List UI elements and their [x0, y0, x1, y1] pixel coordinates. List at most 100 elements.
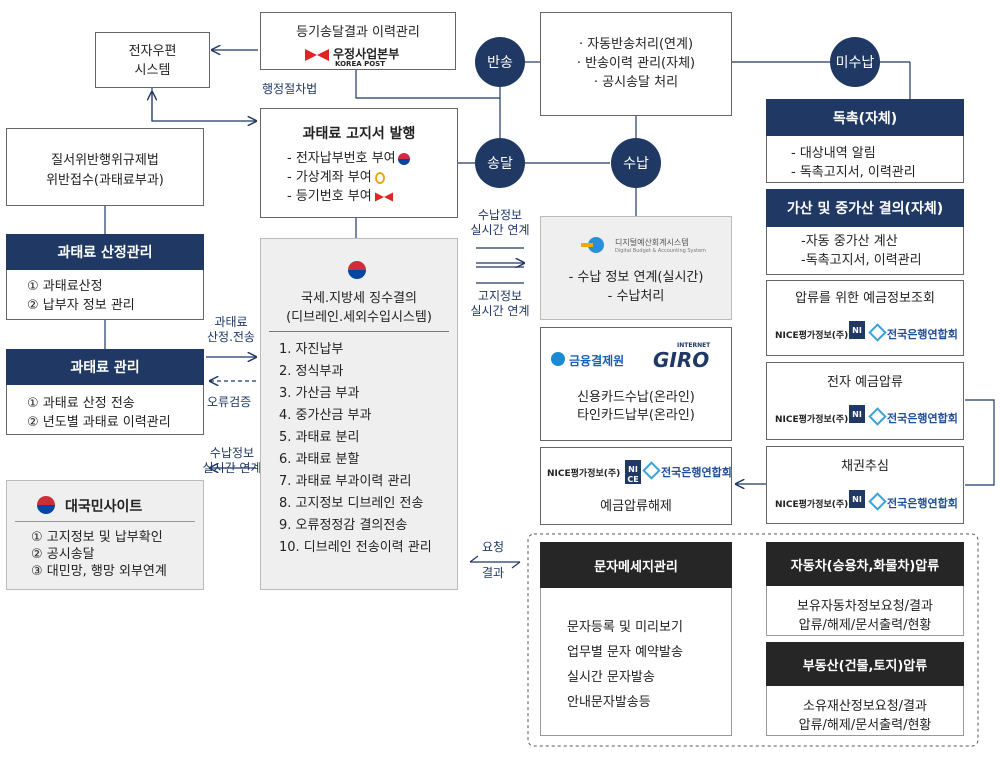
citizen-site-item: ① 고지정보 및 납부확인	[31, 530, 163, 545]
error-check-label: 오류검증	[207, 395, 252, 409]
medal-icon	[374, 171, 385, 184]
estate-seizure-box: 부동산(건물,토지)압류 소유재산정보요청/결과 압류/해제/문서출력/현황	[766, 642, 964, 736]
tax-item: 3. 가산금 부과	[279, 386, 360, 401]
giro-box: 금융결제원 INTERNET GIRO 신용카드수납(온라인) 타인카드납부(온…	[540, 327, 732, 441]
request-label: 요청	[482, 540, 505, 554]
nice-ni-icon: NI	[625, 460, 641, 478]
dbrain-item: - 수납처리	[607, 289, 665, 304]
sms-item: 실시간 문자발송	[567, 670, 655, 685]
violation-line2: 위반접수(과태료부과)	[46, 173, 164, 188]
kba-label: 전국은행연합회	[661, 466, 732, 479]
deposit-query-title: 압류를 위한 예금정보조회	[795, 291, 935, 306]
dbrain-logo-icon	[581, 237, 604, 253]
dbrain-item: - 수납 정보 연계(실시간)	[568, 270, 704, 285]
bond-collect-title: 채권추심	[841, 459, 889, 474]
kba-logo-icon	[868, 492, 887, 511]
tax-system-title-1: 국세.지방세 징수결의	[301, 291, 417, 306]
nice-ni-icon: NI	[849, 490, 865, 508]
tax-item: 6. 과태료 분할	[279, 452, 360, 467]
violation-line1: 질서위반행위규제법	[51, 153, 159, 168]
sms-box: 문자메세지관리 문자등록 및 미리보기 업무별 문자 예약발송 실시간 문자발송…	[540, 542, 732, 736]
nice-label: NICE평가정보(주)	[775, 500, 849, 510]
surcharge-item: -독촉고지서, 이력관리	[801, 253, 922, 268]
payment-info-left-label: 수납정보 실시간 연계	[202, 446, 262, 475]
estate-seizure-title: 부동산(건물,토지)압류	[766, 642, 964, 686]
dbrain-logo-sub: Digital Budget & Accounting System	[615, 248, 707, 254]
kftc-label: 금융결제원	[569, 354, 625, 368]
sms-item: 안내문자발송등	[567, 695, 651, 710]
seizure-release-text: 예금압류해제	[600, 499, 672, 514]
admin-law-label: 행정절차법	[262, 82, 318, 96]
fine-mgmt-item: ① 과태료 산정 전송	[27, 396, 135, 411]
tax-item: 5. 과태료 분리	[279, 430, 360, 445]
sms-item: 업무별 문자 예약발송	[567, 645, 683, 660]
kba-label: 전국은행연합회	[887, 497, 958, 510]
nice-ni-icon: NI	[849, 321, 865, 339]
tax-item: 2. 정식부과	[279, 364, 344, 379]
citizen-site-item: ② 공시송달	[31, 547, 95, 562]
deposit-query-box: 압류를 위한 예금정보조회 NICE평가정보(주) NI 전국은행연합회	[766, 280, 964, 356]
tax-item: 8. 고지정보 디브레인 전송	[279, 496, 424, 511]
car-seizure-item: 보유자동차정보요청/결과	[797, 599, 933, 614]
korea-post-title: 등기송달결과 이력관리	[296, 25, 420, 40]
taegeuk-icon	[397, 152, 410, 165]
return-item: · 반송이력 관리(자체)	[576, 56, 696, 71]
nice-label: NICE평가정보(주)	[775, 331, 849, 341]
demand-box: 독촉(자체) - 대상내역 알림 - 독촉고지서, 이력관리	[766, 99, 964, 183]
fine-notice-title: 과태료 고지서 발행	[302, 126, 416, 142]
notice-item: - 가상계좌 부여	[287, 170, 372, 185]
bond-collect-box: 채권추심 NICE평가정보(주) NI 전국은행연합회	[766, 446, 964, 524]
dbrain-box: 디지털예산회계시스템 Digital Budget & Accounting S…	[540, 216, 732, 320]
e-seizure-title: 전자 예금압류	[827, 375, 903, 390]
dbrain-logo-text: 디지털예산회계시스템	[615, 238, 689, 247]
surcharge-item: -자동 중가산 계산	[801, 234, 898, 249]
kba-logo-icon	[868, 323, 887, 342]
nice-ce-icon: CE	[625, 474, 641, 484]
car-seizure-box: 자동차(승용차,화물차)압류 보유자동차정보요청/결과 압류/해제/문서출력/현…	[766, 542, 964, 636]
fine-calc-item: ① 과태료산정	[27, 279, 103, 294]
notice-item: - 전자납부번호 부여	[287, 151, 396, 166]
tax-item: 4. 중가산금 부과	[279, 408, 372, 423]
car-seizure-item: 압류/해제/문서출력/현황	[798, 618, 932, 633]
citizen-site-item: ③ 대민망, 행망 외부연계	[31, 564, 167, 579]
kba-label: 전국은행연합회	[887, 412, 958, 425]
fine-notice-list: - 전자납부번호 부여 - 가상계좌 부여 - 등기번호 부여	[287, 149, 410, 206]
giro-item: 신용카드수납(온라인)	[577, 390, 695, 405]
notice-item: - 등기번호 부여	[287, 189, 372, 204]
postal-system-box: 전자우편 시스템	[95, 32, 210, 88]
estate-seizure-item: 소유재산정보요청/결과	[803, 699, 927, 714]
kba-logo-icon	[868, 407, 887, 426]
return-item: · 공시송달 처리	[593, 75, 679, 90]
tax-item: 9. 오류정정감 결의전송	[279, 518, 408, 533]
unpaid-circle: 미수납	[830, 37, 880, 87]
return-item: · 자동반송처리(연계)	[578, 37, 694, 52]
tax-system-box: 국세.지방세 징수결의 (디브레인.세외수입시스템) 1. 자진납부 2. 정식…	[260, 238, 458, 590]
kba-label: 전국은행연합회	[887, 328, 958, 341]
fine-calc-box: 과태료 산정관리 ① 과태료산정 ② 납부자 정보 관리	[6, 234, 204, 320]
estate-seizure-item: 압류/해제/문서출력/현황	[798, 718, 932, 733]
fine-mgmt-item: ② 년도별 과태료 이력관리	[27, 415, 171, 430]
return-circle: 반송	[475, 37, 525, 87]
korea-post-logo-text: 우정사업본부	[333, 47, 400, 61]
korea-post-logo-icon	[305, 49, 329, 61]
demand-title: 독촉(자체)	[766, 99, 964, 136]
fine-notice-box: 과태료 고지서 발행 - 전자납부번호 부여 - 가상계좌 부여 - 등기번호 …	[260, 108, 458, 218]
taegeuk-icon	[348, 261, 366, 279]
return-process-box: · 자동반송처리(연계) · 반송이력 관리(자체) · 공시송달 처리	[540, 12, 732, 116]
surcharge-box: 가산 및 중가산 결의(자체) -자동 중가산 계산 -독촉고지서, 이력관리	[766, 189, 964, 275]
citizen-site-title: 대국민사이트	[65, 499, 143, 515]
payment-circle: 수납	[611, 138, 661, 188]
nice-label: NICE평가정보(주)	[775, 415, 849, 425]
giro-top-label: INTERNET	[677, 342, 711, 349]
postal-system-label: 전자우편 시스템	[128, 44, 177, 78]
taegeuk-icon	[37, 496, 55, 514]
demand-item: - 독촉고지서, 이력관리	[791, 165, 916, 180]
return-process-list: · 자동반송처리(연계) · 반송이력 관리(자체) · 공시송달 처리	[541, 35, 731, 92]
kftc-logo-icon	[551, 352, 565, 366]
tax-item: 7. 과태료 부과이력 관리	[279, 474, 412, 489]
notice-info-label: 고지정보 실시간 연계	[470, 289, 530, 318]
demand-item: - 대상내역 알림	[791, 146, 876, 161]
tax-system-title-2: (디브레인.세외수입시스템)	[286, 310, 432, 325]
delivery-circle: 송달	[475, 138, 525, 188]
fine-mgmt-box: 과태료 관리 ① 과태료 산정 전송 ② 년도별 과태료 이력관리	[6, 349, 204, 435]
